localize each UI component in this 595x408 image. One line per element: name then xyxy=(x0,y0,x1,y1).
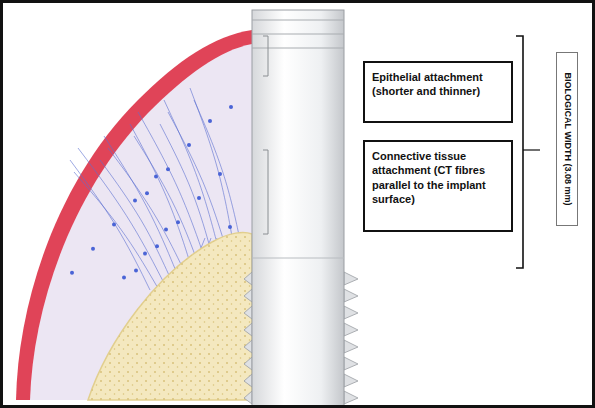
cell-dot xyxy=(145,191,149,195)
bone-texture xyxy=(88,233,252,400)
cell-dot xyxy=(133,199,137,203)
dimension-label: BIOLOGICAL WIDTH (3.08 mm) xyxy=(561,57,573,221)
gingiva-epithelium xyxy=(16,30,252,400)
bracket-tick xyxy=(523,149,540,150)
fibre xyxy=(74,172,157,287)
implant-collar-line xyxy=(252,48,344,49)
dimension-mark xyxy=(263,150,268,234)
implant-body xyxy=(252,10,344,408)
cell-dot xyxy=(143,252,147,256)
cell-dot xyxy=(228,225,232,229)
implant-collar-line xyxy=(252,20,344,21)
bracket xyxy=(516,36,523,268)
implant-collar-line xyxy=(252,34,344,35)
alveolar-bone xyxy=(88,233,252,400)
cell-dot xyxy=(134,268,138,272)
fibre xyxy=(134,136,199,266)
fibre xyxy=(138,112,206,262)
fibre xyxy=(130,124,192,269)
cell-dot xyxy=(208,119,212,123)
cell-dot xyxy=(91,247,95,251)
label-box: Connective tissue attachment (CT fibres … xyxy=(363,140,513,232)
fibre xyxy=(168,112,227,252)
cell-dot xyxy=(166,167,170,171)
fibre xyxy=(194,100,241,245)
cell-dot xyxy=(122,276,126,280)
dimension-box: BIOLOGICAL WIDTH (3.08 mm) xyxy=(556,52,578,226)
cell-dot xyxy=(187,143,191,147)
cell-dot xyxy=(155,244,159,248)
fibre xyxy=(70,160,150,290)
fibre xyxy=(164,100,220,255)
gingiva-connective-tissue xyxy=(30,44,252,400)
label-box: Epithelial attachment (shorter and thinn… xyxy=(363,61,513,123)
cell-dot xyxy=(197,196,201,200)
cell-dot xyxy=(70,271,74,275)
cell-dot xyxy=(218,172,222,176)
cell-dot xyxy=(176,220,180,224)
box-label: Epithelial attachment (shorter and thinn… xyxy=(372,70,504,99)
fibre xyxy=(190,88,234,248)
cell-dot xyxy=(164,227,168,231)
box-label: Connective tissue attachment (CT fibres … xyxy=(372,149,504,206)
dimension-mark xyxy=(263,36,268,76)
cell-dot xyxy=(229,105,233,109)
cell-dot xyxy=(112,223,116,227)
implant-collar-line xyxy=(252,258,344,259)
fibre xyxy=(108,148,185,273)
cell-dot xyxy=(154,174,158,178)
fibre xyxy=(100,160,171,280)
